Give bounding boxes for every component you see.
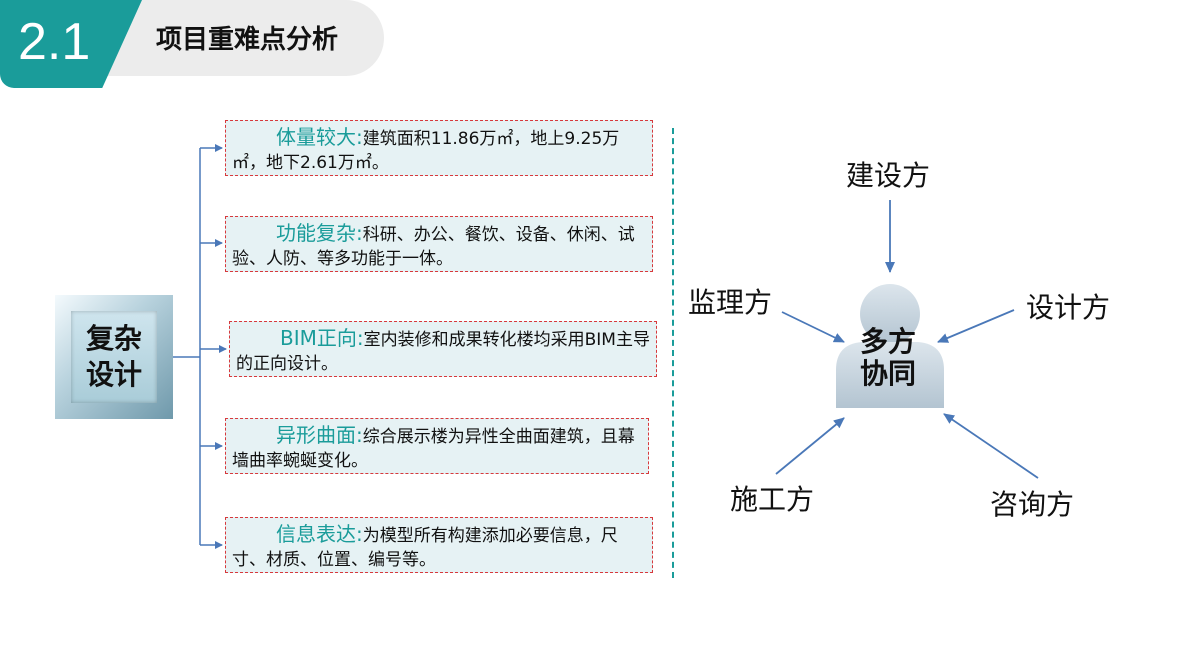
info-box-function: 功能复杂:科研、办公、餐饮、设备、休闲、试验、人防、等多功能于一体。 [225,216,653,272]
info-text: 科研、办公、餐饮、设备、休闲、试验、人防、等多功能于一体。 [232,225,635,269]
info-keyword: 功能复杂: [276,221,363,245]
party-consultant: 咨询方 [990,488,1075,521]
arrow-consultant [943,413,1039,479]
tree-trunk [173,148,201,545]
arrow-supervisor [781,311,845,343]
party-construction-owner: 建设方 [846,159,931,192]
info-keyword: 异形曲面: [276,423,363,447]
info-text: 室内装修和成果转化楼均采用BIM主导的正向设计。 [236,330,650,374]
info-text: 建筑面积11.86万㎡，地上9.25万㎡，地下2.61万㎡。 [232,129,620,173]
party-designer: 设计方 [1026,291,1111,324]
complex-design-label: 复杂 设计 [85,322,142,391]
info-box-bim: BIM正向:室内装修和成果转化楼均采用BIM主导的正向设计。 [229,321,657,377]
person-icon [836,284,944,408]
info-keyword: 信息表达: [276,522,363,546]
collaboration-center-label: 多方 协同 [859,325,916,390]
info-text: 综合展示楼为异性全曲面建筑，且幕墙曲率蜿蜒变化。 [232,427,635,471]
page-title: 项目重难点分析 [156,25,339,55]
info-box-curved: 异形曲面:综合展示楼为异性全曲面建筑，且幕墙曲率蜿蜒变化。 [225,418,649,474]
complex-design-box: 复杂 设计 [55,295,173,419]
complex-design-box-inner: 复杂 设计 [71,311,157,403]
arrow-builder [775,417,845,475]
section-divider [672,128,674,578]
info-keyword: 体量较大: [276,125,363,149]
info-text: 为模型所有构建添加必要信息，尺寸、材质、位置、编号等。 [232,526,618,570]
section-number: 2.1 [18,13,91,71]
info-keyword: BIM正向: [280,326,364,350]
party-supervisor: 监理方 [688,286,773,319]
info-box-volume: 体量较大:建筑面积11.86万㎡，地上9.25万㎡，地下2.61万㎡。 [225,120,653,176]
info-box-information: 信息表达:为模型所有构建添加必要信息，尺寸、材质、位置、编号等。 [225,517,653,573]
party-builder: 施工方 [730,483,815,516]
arrow-designer [937,309,1015,343]
